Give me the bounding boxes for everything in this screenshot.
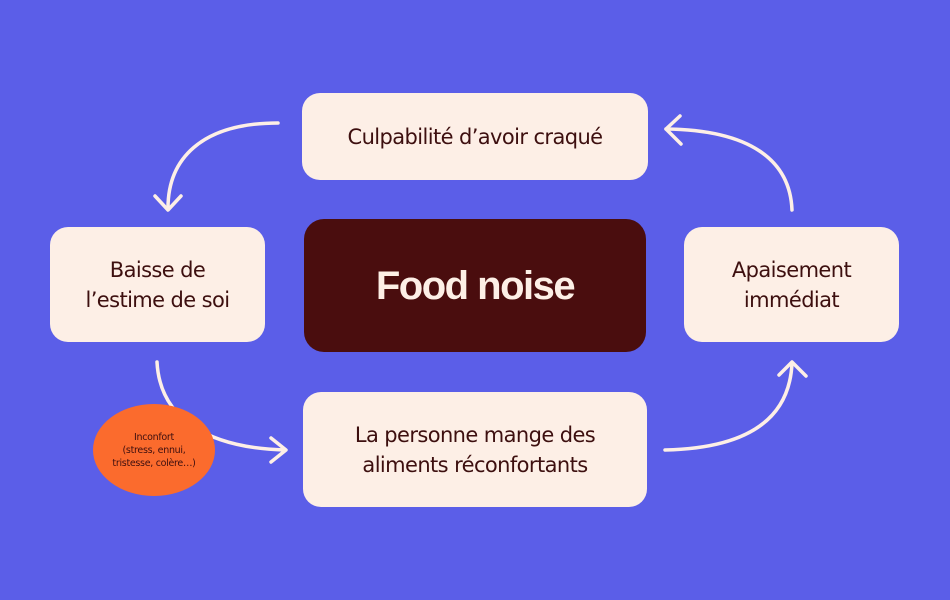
arrow-right-to-top-icon (664, 114, 794, 212)
arrow-bottom-to-right-icon (663, 360, 808, 452)
node-label: Culpabilité d’avoir craqué (347, 124, 604, 149)
center-title-food-noise: Food noise (304, 219, 646, 352)
node-mange-aliments: La personne mange des aliments réconfort… (303, 392, 647, 507)
center-label: Food noise (375, 263, 576, 308)
node-label: La personne mange des aliments réconfort… (354, 422, 596, 477)
arrow-top-to-left-icon (153, 121, 280, 212)
node-culpabilite: Culpabilité d’avoir craqué (302, 93, 648, 180)
node-apaisement: Apaisement immédiat (684, 227, 899, 342)
node-label: Baisse de l’estime de soi (85, 257, 230, 312)
annotation-label: Inconfort (stress, ennui, tristesse, col… (112, 431, 196, 469)
node-label: Apaisement immédiat (731, 257, 852, 312)
node-baisse-estime: Baisse de l’estime de soi (50, 227, 265, 342)
annotation-inconfort-bubble: Inconfort (stress, ennui, tristesse, col… (93, 404, 215, 496)
